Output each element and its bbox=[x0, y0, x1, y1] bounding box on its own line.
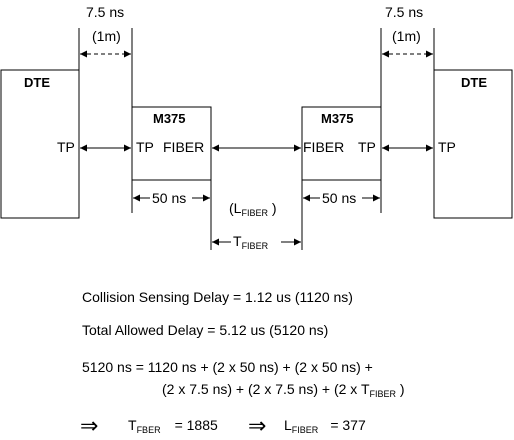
right-module-delay: 50 ns bbox=[301, 180, 382, 250]
fiber-time-label: TFIBER bbox=[233, 233, 269, 251]
dte-right-title: DTE bbox=[461, 75, 487, 90]
dte-left-box: DTE TP bbox=[0, 69, 80, 219]
m375-left-port-tp: TP bbox=[136, 139, 154, 155]
m375-right-title: M375 bbox=[321, 111, 354, 126]
collision-delay-text: Collision Sensing Delay = 1.12 us (1120 … bbox=[82, 289, 353, 305]
left-module-delay: 50 ns bbox=[131, 180, 212, 250]
dte-right-box: DTE TP bbox=[433, 69, 513, 219]
total-delay-text: Total Allowed Delay = 5.12 us (5120 ns) bbox=[82, 322, 328, 338]
fiber-length-label: (LFIBER ) bbox=[229, 200, 277, 218]
left-module-delay-label: 50 ns bbox=[152, 190, 186, 206]
right-cable-delay: 7.5 ns bbox=[385, 4, 423, 20]
m375-left-title: M375 bbox=[153, 111, 186, 126]
m375-right-box: M375 FIBER TP bbox=[301, 106, 382, 181]
result-t-fiber: TFBER= 1885 bbox=[128, 417, 218, 435]
budget-equation-line2: (2 x 7.5 ns) + (2 x 7.5 ns) + (2 x TFIBE… bbox=[162, 381, 405, 399]
m375-left-box: M375 TP FIBER bbox=[131, 106, 212, 181]
m375-right-port-fiber: FIBER bbox=[303, 139, 344, 155]
dte-left-port: TP bbox=[57, 139, 75, 155]
implies-arrow-icon-2: ⇒ bbox=[248, 413, 266, 438]
fiber-time-span: TFIBER bbox=[212, 233, 301, 251]
right-cable-span: 7.5 ns (1m) bbox=[380, 4, 435, 107]
right-module-delay-label: 50 ns bbox=[322, 190, 356, 206]
right-cable-length: (1m) bbox=[392, 28, 421, 44]
m375-left-port-fiber: FIBER bbox=[163, 139, 204, 155]
left-cable-delay: 7.5 ns bbox=[86, 4, 124, 20]
m375-right-port-tp: TP bbox=[358, 139, 376, 155]
dte-left-title: DTE bbox=[24, 75, 50, 90]
implies-arrow-icon: ⇒ bbox=[80, 413, 98, 438]
left-cable-length: (1m) bbox=[92, 28, 121, 44]
left-cable-span: 7.5 ns (1m) bbox=[78, 4, 133, 107]
budget-equation-line1: 5120 ns = 1120 ns + (2 x 50 ns) + (2 x 5… bbox=[82, 359, 373, 375]
result-l-fiber: LFIBER= 377 bbox=[284, 417, 366, 435]
dte-right-port: TP bbox=[438, 139, 456, 155]
